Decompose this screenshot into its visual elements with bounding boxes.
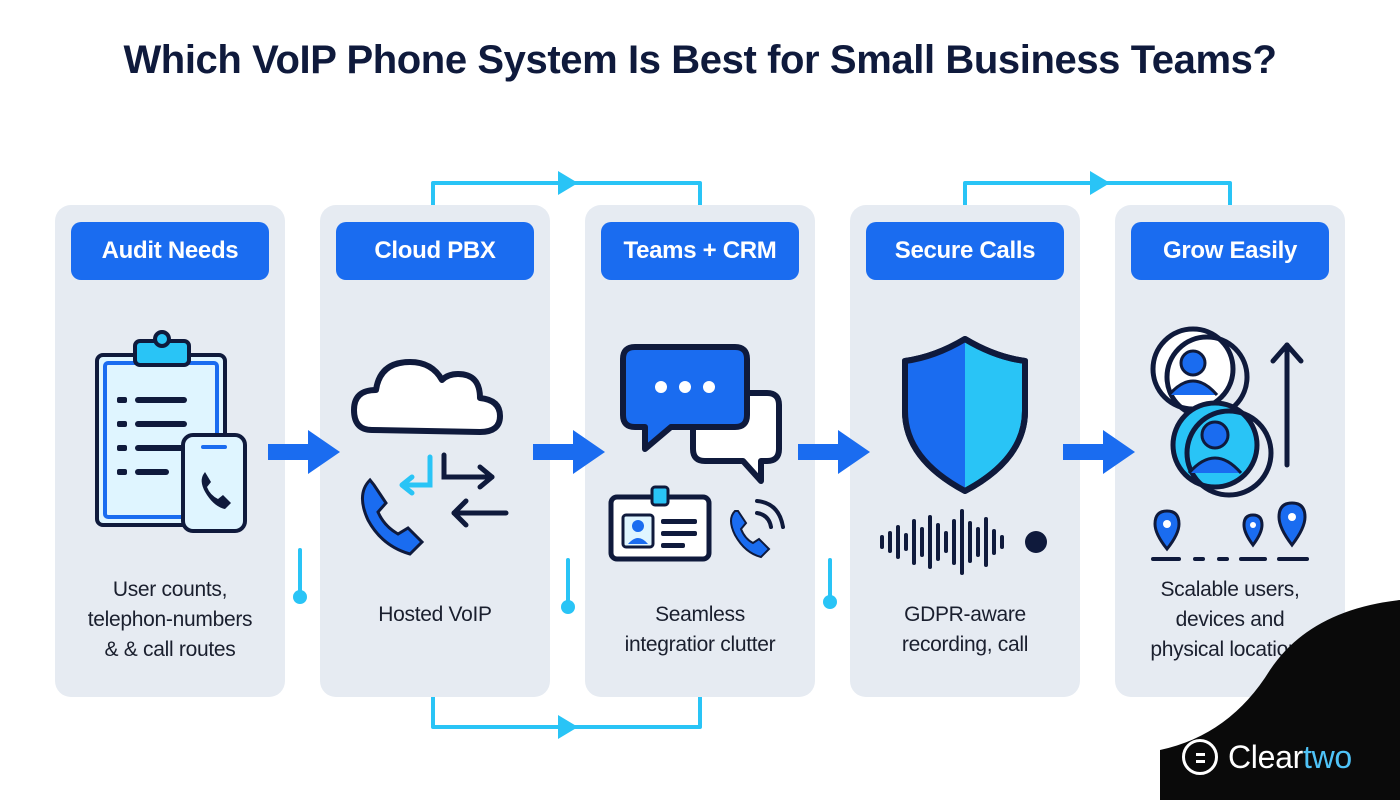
step-card-secure-calls: Secure Calls GDPR-aware recording, call <box>850 205 1080 697</box>
step-desc-cloud-pbx: Hosted VoIP <box>378 603 492 626</box>
brand-name-part2: two <box>1302 738 1352 775</box>
step-label-grow-easily: Grow Easily <box>1131 222 1329 280</box>
clipboard-phone-icon <box>55 315 285 575</box>
shield-waveform-icon <box>850 315 1080 575</box>
step-card-grow-easily: Grow Easily <box>1115 205 1345 697</box>
flow-arrow-icon <box>798 430 870 474</box>
chat-contact-icon <box>585 315 815 575</box>
cloud-phone-icon <box>320 315 550 575</box>
step-desc-secure-calls: GDPR-aware recording, call <box>901 603 1029 656</box>
flow-arrow-icon <box>268 430 340 474</box>
step-card-teams-crm: Teams + CRM Seamless integratior clutter <box>585 205 815 697</box>
brand-mark-icon <box>1182 739 1218 775</box>
users-growth-icon <box>1115 315 1345 575</box>
connector-arrowhead <box>1090 171 1110 195</box>
connector-arrowhead <box>558 715 578 739</box>
step-label-audit-needs: Audit Needs <box>71 222 269 280</box>
flow-arrow-icon <box>533 430 605 474</box>
step-label-teams-crm: Teams + CRM <box>601 222 799 280</box>
step-desc-audit-needs: User counts, telephon-numbers & & call r… <box>87 578 253 661</box>
brand-name-part1: Clear <box>1228 738 1303 775</box>
step-desc-grow-easily: Scalable users, devices and physical loc… <box>1150 578 1310 661</box>
connector-arrowhead <box>558 171 578 195</box>
brand-corner-shape <box>1160 600 1400 800</box>
step-label-secure-calls: Secure Calls <box>866 222 1064 280</box>
page-title: Which VoIP Phone System Is Best for Smal… <box>123 38 1277 82</box>
connector-dot <box>293 590 307 604</box>
connector-dot <box>823 595 837 609</box>
connector-dot <box>561 600 575 614</box>
step-desc-teams-crm: Seamless integratior clutter <box>624 603 776 656</box>
step-label-cloud-pbx: Cloud PBX <box>336 222 534 280</box>
step-card-cloud-pbx: Cloud PBX Hosted VoIP <box>320 205 550 697</box>
step-card-audit-needs: Audit Needs User counts, telephon-number… <box>55 205 285 697</box>
flow-arrow-icon <box>1063 430 1135 474</box>
